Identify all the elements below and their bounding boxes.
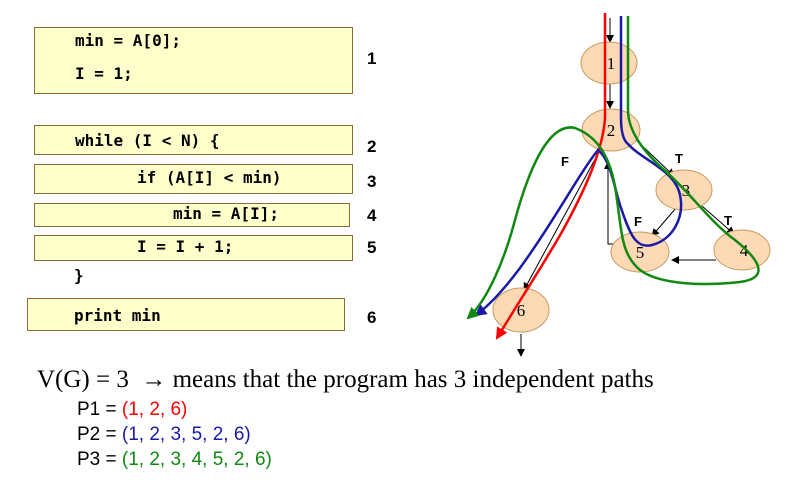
code-block-2: while (I < N) {	[34, 125, 353, 155]
path-p3-value: (1, 2, 3, 4, 5, 2, 6)	[121, 449, 272, 470]
edge-label-t-from-3: T	[724, 213, 732, 228]
code-line-if: if (A[I] < min)	[137, 168, 282, 187]
node-5	[610, 231, 670, 273]
path-p2-value: (1, 2, 3, 5, 2, 6)	[121, 424, 251, 445]
node-label-6: 6	[517, 301, 526, 320]
vg-explanation: means that the program has 3 independent…	[172, 366, 654, 393]
path-p2-label: P2 =	[77, 424, 122, 445]
node-label-5: 5	[636, 243, 645, 262]
line-number-3: 3	[367, 172, 377, 191]
path-p3-label: P3 =	[77, 449, 122, 470]
edge-3-5	[651, 207, 677, 237]
code-line-min-init: min = A[0];	[75, 31, 181, 50]
code-line-assign-min: min = A[I];	[173, 204, 279, 223]
vg-value: V(G) = 3	[37, 366, 129, 393]
path-p3-curve	[466, 16, 760, 320]
line-number-4: 4	[367, 206, 377, 225]
cyclomatic-complexity-statement: V(G) = 3 → means that the program has 3 …	[37, 366, 654, 394]
node-1	[580, 41, 638, 85]
code-block-6: print min	[27, 298, 345, 331]
node-label-4: 4	[740, 241, 749, 260]
path-p1-label: P1 =	[77, 399, 122, 420]
line-number-5: 5	[367, 238, 377, 257]
path-p1-curve	[495, 13, 607, 340]
edge-label-t-from-2: T	[675, 151, 683, 166]
line-number-2: 2	[367, 137, 377, 156]
edge-3-4	[701, 205, 735, 235]
code-line-while: while (I < N) {	[75, 131, 220, 150]
implies-arrow-icon: →	[141, 366, 167, 393]
path-p2-curve	[474, 16, 683, 317]
path-p2: P2 = (1, 2, 3, 5, 2, 6)	[77, 424, 251, 446]
code-block-1: min = A[0]; I = 1;	[34, 27, 353, 94]
path-p3: P3 = (1, 2, 3, 4, 5, 2, 6)	[77, 449, 272, 471]
edge-5-2	[604, 161, 614, 245]
code-line-print: print min	[74, 306, 161, 325]
path-p1: P1 = (1, 2, 6)	[77, 399, 187, 421]
code-line-increment: I = I + 1;	[137, 237, 234, 256]
edge-label-f-from-3: F	[634, 214, 642, 229]
code-close-brace: }	[74, 266, 84, 285]
node-label-1: 1	[607, 54, 616, 73]
line-number-1: 1	[367, 49, 377, 68]
node-label-2: 2	[607, 121, 616, 140]
edge-label-f-from-2: F	[561, 154, 569, 169]
code-block-4: min = A[I];	[34, 203, 350, 227]
code-line-i-init: I = 1;	[75, 64, 133, 83]
edge-2-6	[523, 149, 601, 291]
code-block-5: I = I + 1;	[34, 235, 353, 261]
code-block-3: if (A[I] < min)	[34, 164, 353, 194]
path-p1-value: (1, 2, 6)	[121, 399, 188, 420]
line-number-6: 6	[367, 308, 377, 327]
